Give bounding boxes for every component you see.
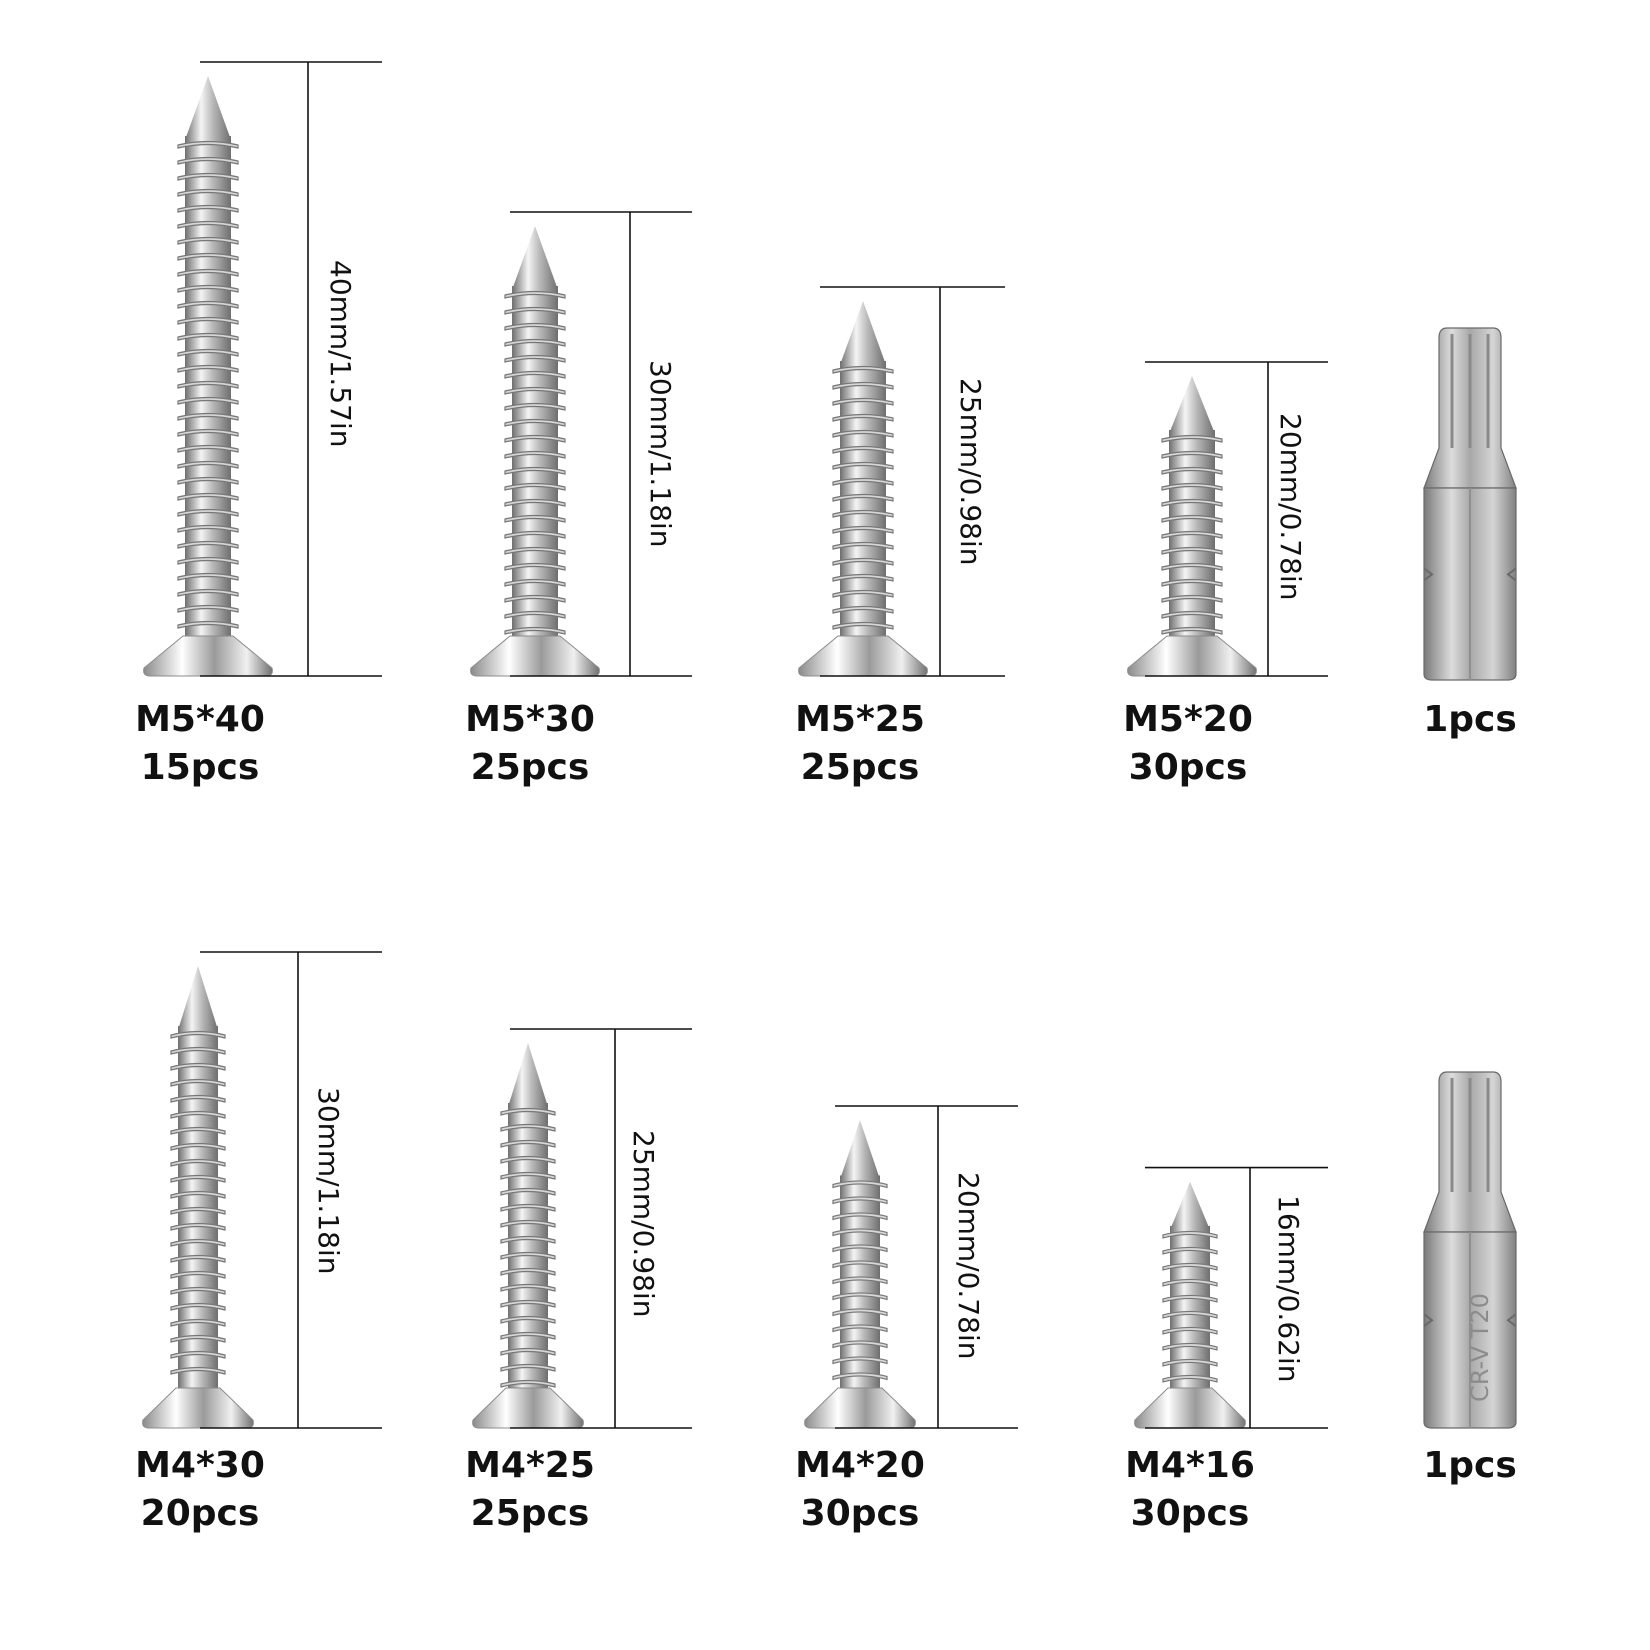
item-label-m5-20: M5*20 30pcs [1068,696,1308,792]
dimension-label-m4-25: 25mm/0.98in [627,1130,660,1318]
bit-quantity-label: 1pcs [1423,1445,1517,1486]
screw-quantity-label: 15pcs [140,747,260,788]
screw-size-label: M5*30 [465,699,595,740]
item-label-m5-40: M5*40 15pcs [80,696,320,792]
screw-quantity-label: 30pcs [1128,747,1248,788]
dimension-label-m4-16: 16mm/0.62in [1272,1195,1305,1383]
screw-size-label: M5*40 [135,699,265,740]
item-label-m4-30: M4*30 20pcs [80,1442,320,1538]
screw-quantity-label: 30pcs [800,1493,920,1534]
dimension-label-m5-25: 25mm/0.98in [954,378,987,566]
screw-size-label: M5*25 [795,699,925,740]
bit-label-bottom: 1pcs [1350,1442,1590,1490]
screw-quantity-label: 25pcs [470,1493,590,1534]
screw-size-label: M4*20 [795,1445,925,1486]
dimension-label-m5-40: 40mm/1.57in [324,260,357,448]
item-label-m4-25: M4*25 25pcs [410,1442,650,1538]
bit-quantity-label: 1pcs [1423,699,1517,740]
screw-quantity-label: 30pcs [1130,1493,1250,1534]
dimension-label-m4-30: 30mm/1.18in [312,1087,345,1275]
screw-quantity-label: 20pcs [140,1493,260,1534]
item-label-m4-16: M4*16 30pcs [1070,1442,1310,1538]
item-label-m4-20: M4*20 30pcs [740,1442,980,1538]
dimension-label-m4-20: 20mm/0.78in [952,1172,985,1360]
screw-size-label: M4*30 [135,1445,265,1486]
screw-quantity-label: 25pcs [470,747,590,788]
screw-size-label: M4*16 [1125,1445,1255,1486]
item-label-m5-30: M5*30 25pcs [410,696,650,792]
screw-size-label: M5*20 [1123,699,1253,740]
dimension-label-m5-30: 30mm/1.18in [644,360,677,548]
screw-quantity-label: 25pcs [800,747,920,788]
dimension-label-m5-20: 20mm/0.78in [1274,413,1307,601]
bit-label-top: 1pcs [1350,696,1590,744]
item-label-m5-25: M5*25 25pcs [740,696,980,792]
screw-size-label: M4*25 [465,1445,595,1486]
